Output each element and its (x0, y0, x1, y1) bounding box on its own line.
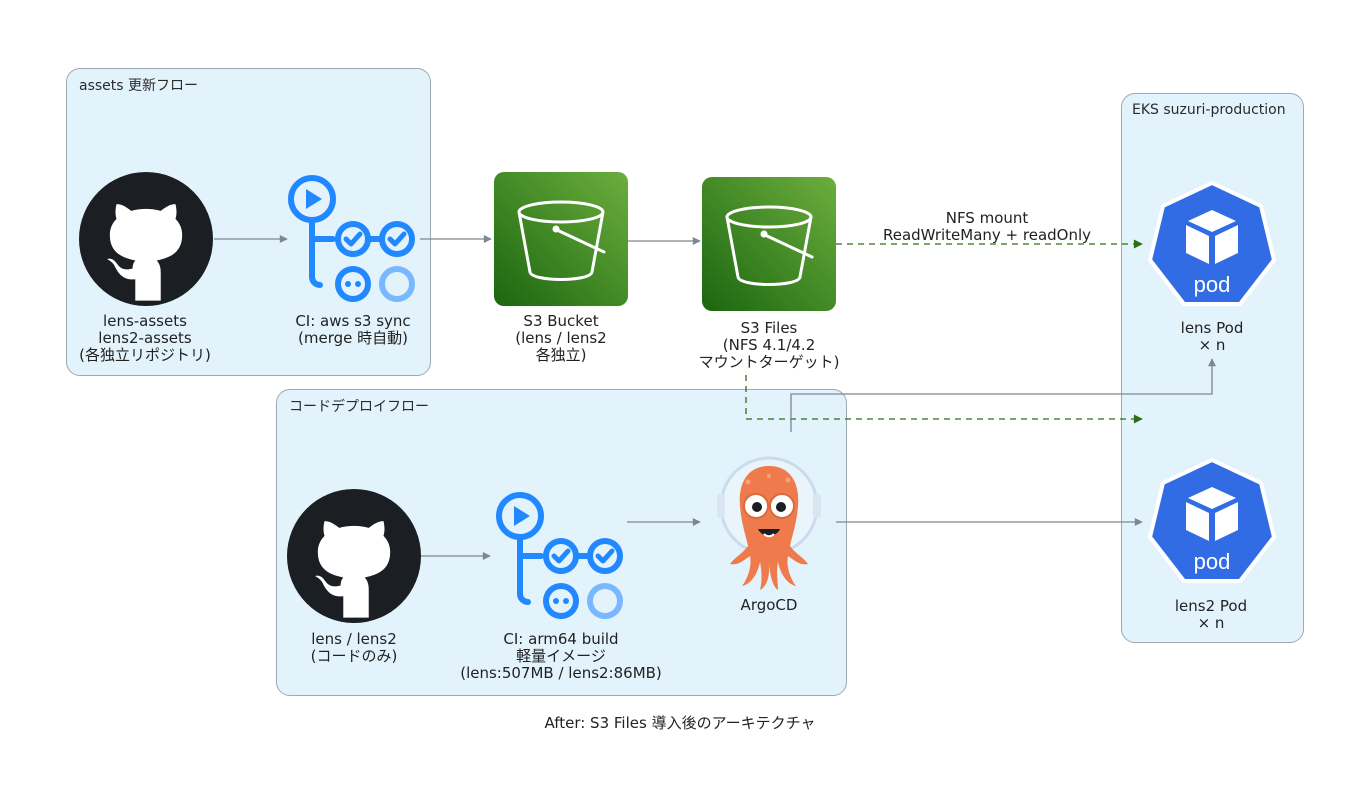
edge-label-nfs-mount-line-2: ReadWriteMany + readOnly (882, 226, 1092, 244)
lens-pod-label-line-2: × n (1198, 336, 1226, 354)
s3-bucket-node (494, 172, 628, 306)
github-assets-label-line-1: lens-assets (103, 312, 187, 330)
edge-label-nfs-mount: NFS mount ReadWriteMany + readOnly (883, 210, 1091, 244)
github-icon (287, 489, 421, 623)
edge-argocd-to-lens-pod (790, 358, 1216, 432)
s3-files-label-line-2: (NFS 4.1/4.2 (722, 336, 816, 354)
s3-bucket-label-line-3: 各独立) (535, 346, 587, 364)
ci-build-node (494, 489, 629, 623)
s3-bucket-label-line-2: (lens / lens2 (515, 329, 607, 347)
github-icon (79, 172, 213, 306)
ci-sync-label: CI: aws s3 sync (merge 時自動) (295, 313, 410, 347)
ci-build-label: CI: arm64 build 軽量イメージ (lens:507MB / len… (460, 631, 662, 682)
lens-pod-label: lens Pod × n (1181, 320, 1244, 354)
argocd-icon (717, 456, 821, 590)
cluster-eks-label: EKS suzuri-production (1132, 102, 1286, 118)
edge-label-nfs-mount-line-1: NFS mount (945, 209, 1029, 227)
k8s-pod-icon: pod (1148, 181, 1276, 306)
github-code-label: lens / lens2 (コードのみ) (311, 631, 398, 665)
github-code-node (287, 489, 421, 623)
s3-files-label: S3 Files (NFS 4.1/4.2 マウントターゲット) (699, 320, 840, 371)
s3-bucket-label-line-1: S3 Bucket (523, 312, 599, 330)
cluster-assets-flow-label: assets 更新フロー (79, 78, 199, 94)
github-assets-label: lens-assets lens2-assets (各独立リポジトリ) (79, 313, 211, 364)
s3-bucket-label: S3 Bucket (lens / lens2 各独立) (515, 313, 606, 364)
github-code-label-line-2: (コードのみ) (310, 647, 398, 665)
github-actions-icon (288, 175, 415, 302)
lens-pod-node: pod (1146, 180, 1278, 312)
s3-files-label-line-1: S3 Files (740, 319, 798, 337)
s3-files-icon (702, 177, 836, 311)
cluster-code-deploy-flow-label: コードデプロイフロー (289, 399, 429, 415)
github-assets-label-line-2: lens2-assets (98, 329, 192, 347)
lens2-pod-label-line-1: lens2 Pod (1174, 597, 1248, 615)
github-assets-label-line-3: (各独立リポジトリ) (79, 346, 211, 364)
argocd-label: ArgoCD (741, 597, 798, 614)
edge-s3-files-to-lens2-pod-nfs (745, 375, 1143, 424)
lens2-pod-label-line-2: × n (1197, 614, 1225, 632)
ci-sync-label-line-2: (merge 時自動) (298, 329, 408, 347)
argocd-label-line-1: ArgoCD (740, 596, 798, 614)
s3-files-node (702, 177, 836, 311)
ci-build-label-line-2: 軽量イメージ (516, 647, 606, 665)
ci-sync-label-line-1: CI: aws s3 sync (295, 312, 411, 330)
s3-bucket-icon (494, 172, 628, 306)
lens2-pod-label: lens2 Pod × n (1175, 598, 1247, 632)
diagram-caption: After: S3 Files 導入後のアーキテクチャ (544, 714, 816, 732)
k8s-pod-icon: pod (1148, 458, 1276, 583)
github-actions-icon (496, 492, 623, 619)
lens-pod-icon-text: pod (1194, 272, 1231, 297)
github-code-label-line-1: lens / lens2 (311, 630, 397, 648)
ci-build-label-line-3: (lens:507MB / lens2:86MB) (460, 664, 662, 682)
lens2-pod-node: pod (1146, 457, 1278, 589)
lens2-pod-icon-text: pod (1194, 549, 1231, 574)
argocd-node (712, 454, 827, 594)
github-assets-node (79, 172, 213, 306)
ci-sync-node (286, 172, 421, 306)
s3-files-label-line-3: マウントターゲット) (698, 353, 840, 371)
lens-pod-label-line-1: lens Pod (1180, 319, 1244, 337)
ci-build-label-line-1: CI: arm64 build (503, 630, 619, 648)
